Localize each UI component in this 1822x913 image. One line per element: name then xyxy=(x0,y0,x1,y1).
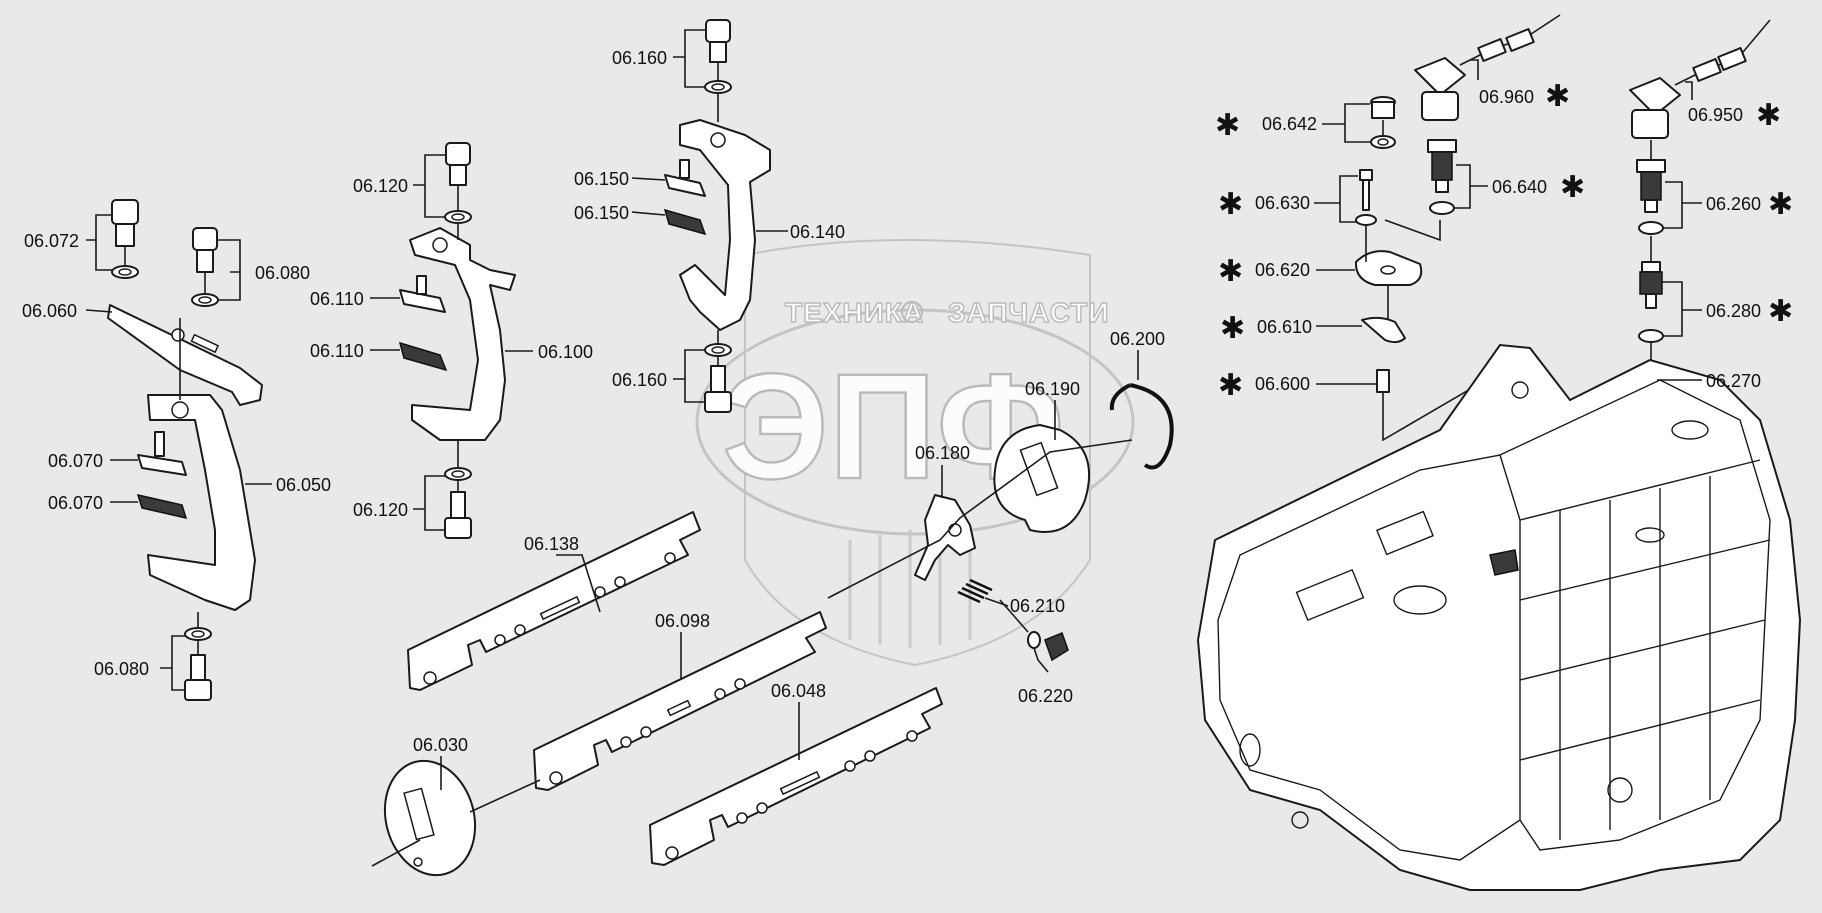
label-06-140: 06.140 xyxy=(790,222,845,242)
lever-06-180 xyxy=(914,494,976,581)
label-06-070-b: 06.070 xyxy=(48,493,103,513)
switch-06-280 xyxy=(1638,261,1664,343)
label-06-120-top: 06.120 xyxy=(353,176,408,196)
bolt-06-072 xyxy=(111,199,139,279)
label-06-030: 06.030 xyxy=(413,735,468,755)
callout-labels: 06.072 06.060 06.080 06.070 06.070 06.05… xyxy=(22,48,1761,755)
shoe-06-150-a xyxy=(664,174,706,197)
rail-06-098 xyxy=(533,611,827,791)
asterisk-06-630: ✱ xyxy=(1218,187,1243,222)
label-06-180: 06.180 xyxy=(915,443,970,463)
label-06-200: 06.200 xyxy=(1110,329,1165,349)
bolt-06-120-bottom xyxy=(444,467,472,539)
label-06-050: 06.050 xyxy=(276,475,331,495)
label-06-610: 06.610 xyxy=(1257,317,1312,337)
fork-06-100 xyxy=(409,227,516,441)
label-06-160-bottom: 06.160 xyxy=(612,370,667,390)
label-06-138: 06.138 xyxy=(524,534,579,554)
label-06-110-b: 06.110 xyxy=(310,341,364,361)
label-06-098: 06.098 xyxy=(655,611,710,631)
label-06-270: 06.270 xyxy=(1706,371,1761,391)
watermark-left-word: ТЕХНИКА xyxy=(785,297,924,328)
label-06-080-top: 06.080 xyxy=(255,263,310,283)
label-06-150-a: 06.150 xyxy=(574,169,629,189)
label-06-220: 06.220 xyxy=(1018,686,1073,706)
label-06-160-top: 06.160 xyxy=(612,48,667,68)
label-06-110-a: 06.110 xyxy=(310,289,364,309)
pin-06-600 xyxy=(1376,369,1390,393)
sensor-06-640 xyxy=(1427,139,1457,215)
label-06-640: 06.640 xyxy=(1492,177,1547,197)
fork-assembly-06-140 xyxy=(663,19,771,413)
disc-06-030 xyxy=(371,759,541,877)
shoe-06-110-a xyxy=(399,289,446,313)
fork-06-050 xyxy=(147,394,256,611)
label-06-048: 06.048 xyxy=(771,681,826,701)
bolt-06-160-bottom xyxy=(704,343,732,413)
sensor-assembly-06-640 xyxy=(1354,14,1561,600)
label-06-120-bottom: 06.120 xyxy=(353,500,408,520)
label-06-260: 06.260 xyxy=(1706,194,1761,214)
callout-leaders xyxy=(85,29,1702,790)
fork-06-140 xyxy=(679,119,771,331)
asterisk-06-600: ✱ xyxy=(1218,368,1243,403)
shoe-06-070-b xyxy=(136,493,188,520)
asterisk-06-640: ✱ xyxy=(1560,170,1585,205)
label-06-280: 06.280 xyxy=(1706,301,1761,321)
screw-06-630 xyxy=(1355,169,1377,226)
rail-06-048 xyxy=(649,687,943,866)
asterisk-06-610: ✱ xyxy=(1220,311,1245,346)
asterisk-06-280: ✱ xyxy=(1768,294,1793,329)
connector-06-950 xyxy=(1629,19,1771,139)
label-06-950: 06.950 xyxy=(1688,105,1743,125)
label-06-620: 06.620 xyxy=(1255,260,1310,280)
watermark-gear-icon xyxy=(901,301,923,323)
cap-06-642 xyxy=(1370,96,1396,149)
asterisk-markers: ✱ ✱ ✱ ✱ ✱ ✱ ✱ ✱ ✱ ✱ xyxy=(1215,79,1793,403)
sensor-06-260 xyxy=(1636,159,1666,235)
gasket-06-610 xyxy=(1361,316,1406,344)
plate-06-060 xyxy=(107,304,263,406)
asterisk-06-642: ✱ xyxy=(1215,108,1240,143)
label-06-960: 06.960 xyxy=(1479,87,1534,107)
bolt-06-080-bottom xyxy=(184,627,212,701)
disc-06-190 xyxy=(993,424,1091,533)
label-06-100: 06.100 xyxy=(538,342,593,362)
connector-06-960 xyxy=(1414,14,1561,121)
label-06-070-a: 06.070 xyxy=(48,451,103,471)
watermark-wheat-icon xyxy=(848,530,972,648)
fork-assembly-06-050 xyxy=(107,199,263,701)
sensor-assembly-06-260 xyxy=(1629,19,1771,535)
label-06-210: 06.210 xyxy=(1010,596,1065,616)
bolt-06-120-top xyxy=(444,142,472,224)
label-06-642: 06.642 xyxy=(1262,114,1317,134)
label-06-080-bottom: 06.080 xyxy=(94,659,149,679)
label-06-600: 06.600 xyxy=(1255,374,1310,394)
shoe-06-110-b xyxy=(398,341,448,372)
bolt-06-160-top xyxy=(704,19,732,94)
gearbox-housing xyxy=(1196,343,1802,891)
label-06-060: 06.060 xyxy=(22,301,77,321)
plug-06-220 xyxy=(1027,631,1069,662)
asterisk-06-620: ✱ xyxy=(1218,254,1243,289)
shoe-06-150-b xyxy=(663,208,707,236)
fork-assembly-06-100 xyxy=(398,142,516,539)
watermark-right-word: ЗАПЧАСТИ xyxy=(948,297,1109,328)
shoe-06-070-a xyxy=(137,454,187,476)
label-06-190: 06.190 xyxy=(1025,379,1080,399)
asterisk-06-260: ✱ xyxy=(1768,187,1793,222)
spring-06-210 xyxy=(957,578,993,604)
asterisk-06-950: ✱ xyxy=(1756,98,1781,133)
rail-06-138 xyxy=(407,511,701,691)
snap-ring-06-200 xyxy=(1129,383,1174,470)
watermark-oval xyxy=(695,308,1135,536)
asterisk-06-960: ✱ xyxy=(1545,79,1570,114)
label-06-150-b: 06.150 xyxy=(574,203,629,223)
bolt-06-080-top xyxy=(191,227,219,307)
label-06-630: 06.630 xyxy=(1255,193,1310,213)
label-06-072: 06.072 xyxy=(24,231,79,251)
